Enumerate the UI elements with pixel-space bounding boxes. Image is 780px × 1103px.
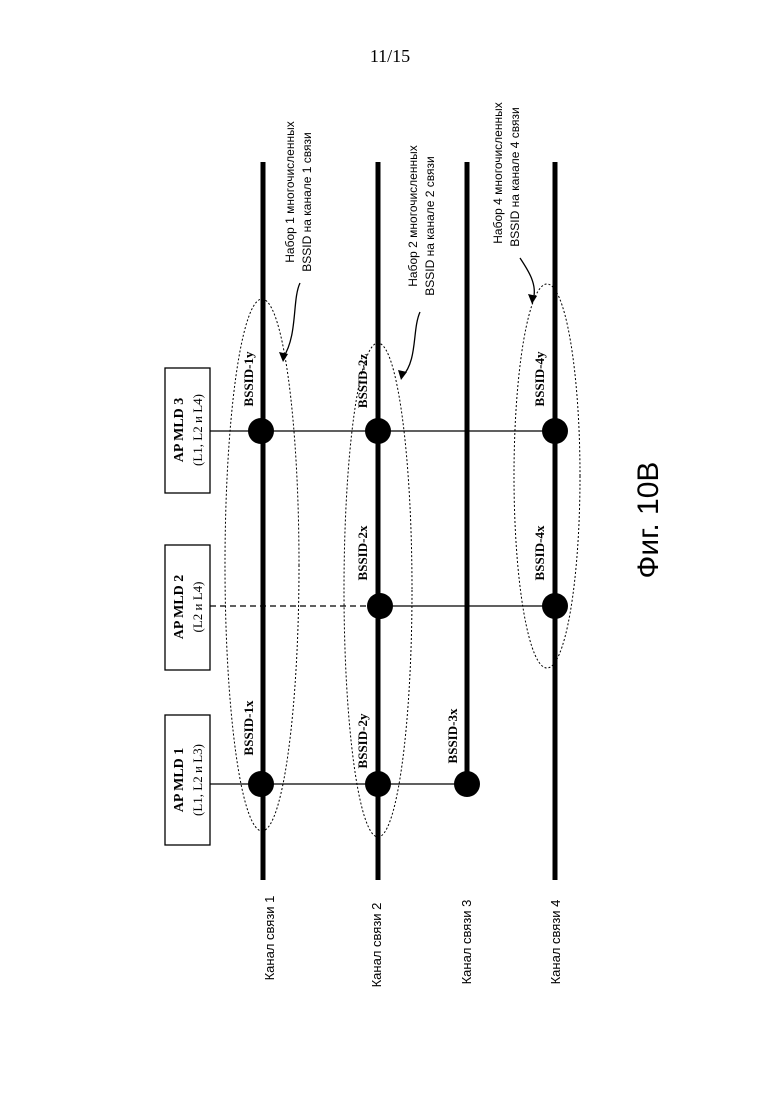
bssid-1y-dot	[248, 418, 274, 444]
bssid-4y-dot	[542, 418, 568, 444]
figure-caption: Фиг. 10B	[632, 462, 665, 579]
channel-label-4: Канал связи 4	[548, 900, 563, 985]
ap-mld-1-links: (L1, L2 и L3)	[190, 744, 205, 816]
ap-mld-2-title: AP MLD 2	[172, 575, 187, 640]
set1-arrow	[283, 283, 300, 358]
ap-mld-3-title: AP MLD 3	[172, 398, 187, 463]
set1-arrowhead	[279, 352, 288, 362]
bssid-2y-label: BSSID-2y	[355, 713, 370, 768]
bssid-1x-dot	[248, 771, 274, 797]
set4-note-line2: BSSID на канале 4 связи	[508, 107, 522, 246]
bssid-1y-label: BSSID-1y	[241, 351, 256, 406]
channel-label-1: Канал связи 1	[262, 896, 277, 981]
bssid-3x-label: BSSID-3x	[445, 708, 460, 763]
bssid-2x-label: BSSID-2x	[355, 525, 370, 580]
bssid-4y-label: BSSID-4y	[532, 351, 547, 406]
set4-note-line1: Набор 4 многочисленных	[491, 102, 505, 244]
bssid-2z-label: BSSID-2z	[355, 354, 370, 408]
bssid-2z-dot	[365, 418, 391, 444]
set2-arrow	[402, 312, 420, 377]
set1-note-line2: BSSID на канале 1 связи	[300, 132, 314, 271]
bssid-2x-dot	[367, 593, 393, 619]
bssid-set-ellipses	[225, 284, 580, 837]
bssid-1x-label: BSSID-1x	[241, 700, 256, 755]
ap-mld-3-links: (L1, L2 и L4)	[190, 394, 205, 466]
channel-label-3: Канал связи 3	[459, 900, 474, 985]
bssid-dots	[248, 418, 568, 797]
bssid-4x-label: BSSID-4x	[532, 525, 547, 580]
set2-note-line2: BSSID на канале 2 связи	[423, 156, 437, 295]
bssid-3x-dot	[454, 771, 480, 797]
set1-note-line1: Набор 1 многочисленных	[283, 121, 297, 263]
bssid-2y-dot	[365, 771, 391, 797]
set2-note-line1: Набор 2 многочисленных	[406, 145, 420, 287]
set4-arrow	[520, 258, 534, 300]
channel-label-2: Канал связи 2	[369, 903, 384, 988]
ap-mld-1-title: AP MLD 1	[172, 748, 187, 813]
ap-mld-2-links: (L2 и L4)	[190, 582, 205, 633]
bssid-4x-dot	[542, 593, 568, 619]
